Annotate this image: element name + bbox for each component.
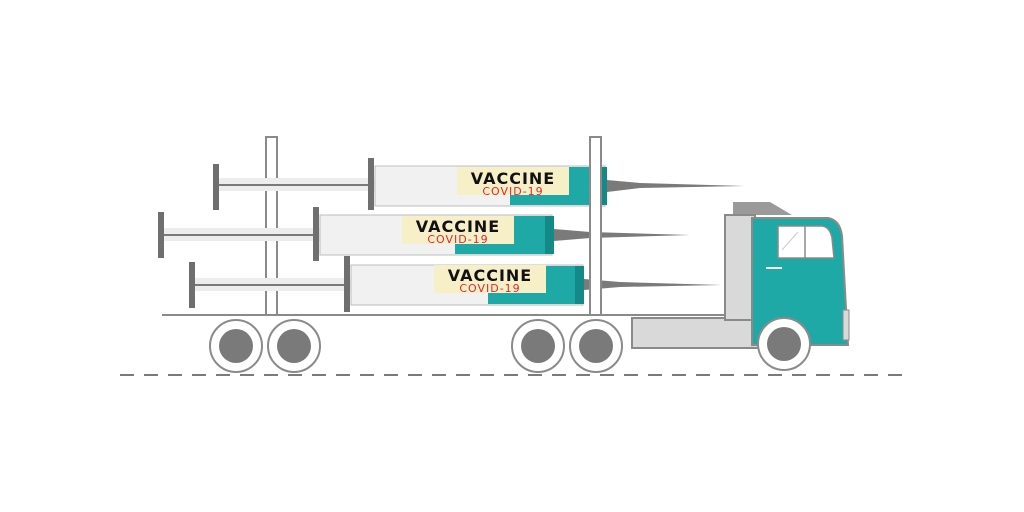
cab-window (777, 225, 835, 259)
wheel-front (757, 317, 811, 371)
label-title: VACCINE (416, 217, 500, 236)
vaccine-label (434, 265, 546, 293)
syringe-bottom: VACCINE COVID-19 (189, 256, 722, 312)
wheel-rear-1 (209, 319, 263, 373)
wheel-rear-2 (267, 319, 321, 373)
wheel-mid-1 (511, 319, 565, 373)
label-subtitle: COVID-19 (427, 233, 488, 246)
trailer-rear-stake (265, 136, 278, 316)
syringe-middle: VACCINE COVID-19 (158, 207, 690, 261)
syringe-top: VACCINE COVID-19 (213, 158, 745, 210)
wheel-mid-2 (569, 319, 623, 373)
label-title: VACCINE (448, 266, 532, 285)
label-title: VACCINE (471, 169, 555, 188)
vaccine-label (457, 167, 569, 195)
label-subtitle: COVID-19 (459, 282, 520, 295)
vaccine-label (402, 216, 514, 244)
label-subtitle: COVID-19 (482, 185, 543, 198)
truck-cab (724, 202, 850, 346)
trailer-front-stake (589, 136, 602, 316)
